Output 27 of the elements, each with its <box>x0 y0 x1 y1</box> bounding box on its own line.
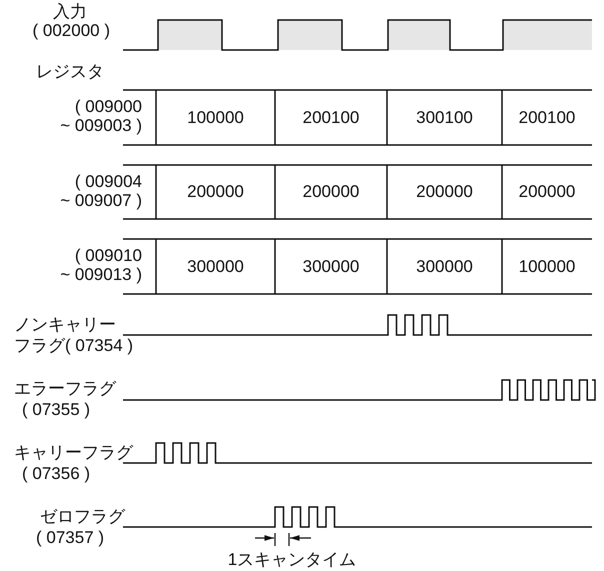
signal-address: ( 002000 ) <box>32 21 110 40</box>
flag-name: エラーフラグ <box>14 379 118 398</box>
register-value: 300000 <box>186 256 245 276</box>
register-value: 300000 <box>415 256 474 276</box>
register-address: ( 009004 ~ 009007 ) <box>59 172 142 210</box>
flag-name: ゼロフラグ <box>39 507 125 526</box>
register-value: 300000 <box>302 256 360 276</box>
flag-address: ( 07356 ) <box>22 464 92 483</box>
register-address: ( 009000 ~ 009003 ) <box>59 97 142 135</box>
flag-name: キャリーフラグ <box>14 443 134 462</box>
register-value: 100000 <box>518 256 576 276</box>
register-value: 200000 <box>415 182 474 201</box>
flag-address: ( 07355 ) <box>22 400 92 419</box>
register-value: 200000 <box>186 182 245 201</box>
signal-name: レジスタ <box>35 62 105 81</box>
register-value: 200000 <box>302 182 360 201</box>
register-value: 200100 <box>302 108 360 126</box>
register-value: 300100 <box>415 108 474 126</box>
register-value: 100000 <box>186 108 245 126</box>
signal-name: 入力 <box>52 2 88 21</box>
register-address: ( 009010 ~ 009013 ) <box>59 246 142 284</box>
flag-name: ノンキャリー <box>14 315 117 334</box>
register-value: 200100 <box>518 108 576 126</box>
flag-address: フラグ( 07354 ) <box>14 336 134 355</box>
dimension-label: 1スキャンタイム <box>226 550 358 569</box>
flag-address: ( 07357 ) <box>36 528 106 547</box>
register-value: 200000 <box>518 182 576 201</box>
